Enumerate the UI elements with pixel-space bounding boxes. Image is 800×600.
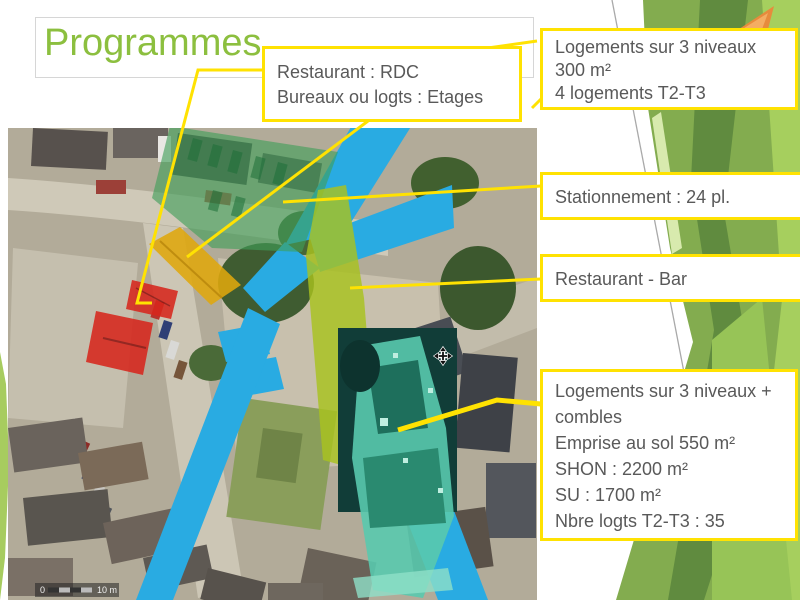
callout-line: Restaurant : RDC [277,62,420,82]
callout-line: Logements sur 3 niveaux [555,37,757,57]
callout-line: 300 m² [555,60,612,80]
callout-restaurant-bar[interactable]: Restaurant - Bar [540,254,800,302]
callout-logements-3-niveaux[interactable]: Logements sur 3 niveaux 300 m² 4 logemen… [540,28,798,110]
page-title: Programmes [44,22,262,64]
callout-line: SU : 1700 m² [555,485,662,505]
left-edge-wedge [0,352,9,600]
callout-line: Bureaux ou logts : Etages [277,87,484,107]
scale-bar: 0 10 m [35,583,119,597]
aerial-map[interactable]: 0 10 m [8,128,537,600]
callout-line: Emprise au sol 550 m² [555,433,736,453]
callout-line: Stationnement : 24 pl. [555,187,731,207]
callout-line: SHON : 2200 m² [555,459,689,479]
orange-arrow-highlight [741,13,768,32]
aerial-map-graphic: 0 10 m [8,128,537,600]
callout-line: Logements sur 3 niveaux + combles [555,381,772,427]
callout-logements-combles[interactable]: Logements sur 3 niveaux + combles Empris… [540,369,798,541]
scale-max-label: 10 m [97,585,117,595]
callout-restaurant-rdc[interactable]: Restaurant : RDC Bureaux ou logts : Etag… [262,46,522,122]
move-cursor-icon [432,345,454,367]
scale-zero-label: 0 [40,585,45,595]
callout-line: Restaurant - Bar [555,269,688,289]
callout-line: Nbre logts T2-T3 : 35 [555,511,725,531]
callout-stationnement[interactable]: Stationnement : 24 pl. [540,172,800,220]
callout-line: 4 logements T2-T3 [555,83,706,103]
